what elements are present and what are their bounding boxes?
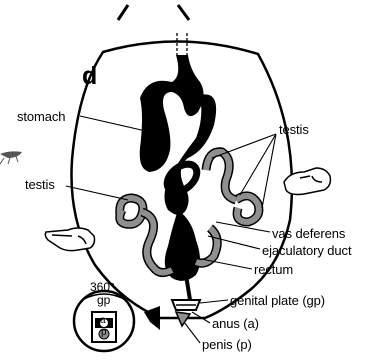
label-stomach: stomach [17,109,65,124]
label-penis: penis (p) [202,337,252,352]
inset-a: a [100,315,106,326]
antenna-left [118,5,128,20]
antenna-right [178,5,189,20]
label-ejaculatory-duct: ejaculatory duct [262,243,351,258]
inset-rotation: 360° [90,280,115,294]
pointing-hand-left-icon [45,228,94,251]
label-testis-left: testis [25,177,55,192]
panel-letter: d [82,62,97,91]
label-vas-deferens: vas deferens [272,226,345,241]
label-anus: anus (a) [212,316,259,331]
inset-gp: gp [97,293,110,307]
inset-p: p [101,327,107,338]
label-testis-right: testis [279,122,309,137]
label-genital-plate: genital plate (gp) [230,293,325,308]
label-rectum: rectum [254,262,293,277]
